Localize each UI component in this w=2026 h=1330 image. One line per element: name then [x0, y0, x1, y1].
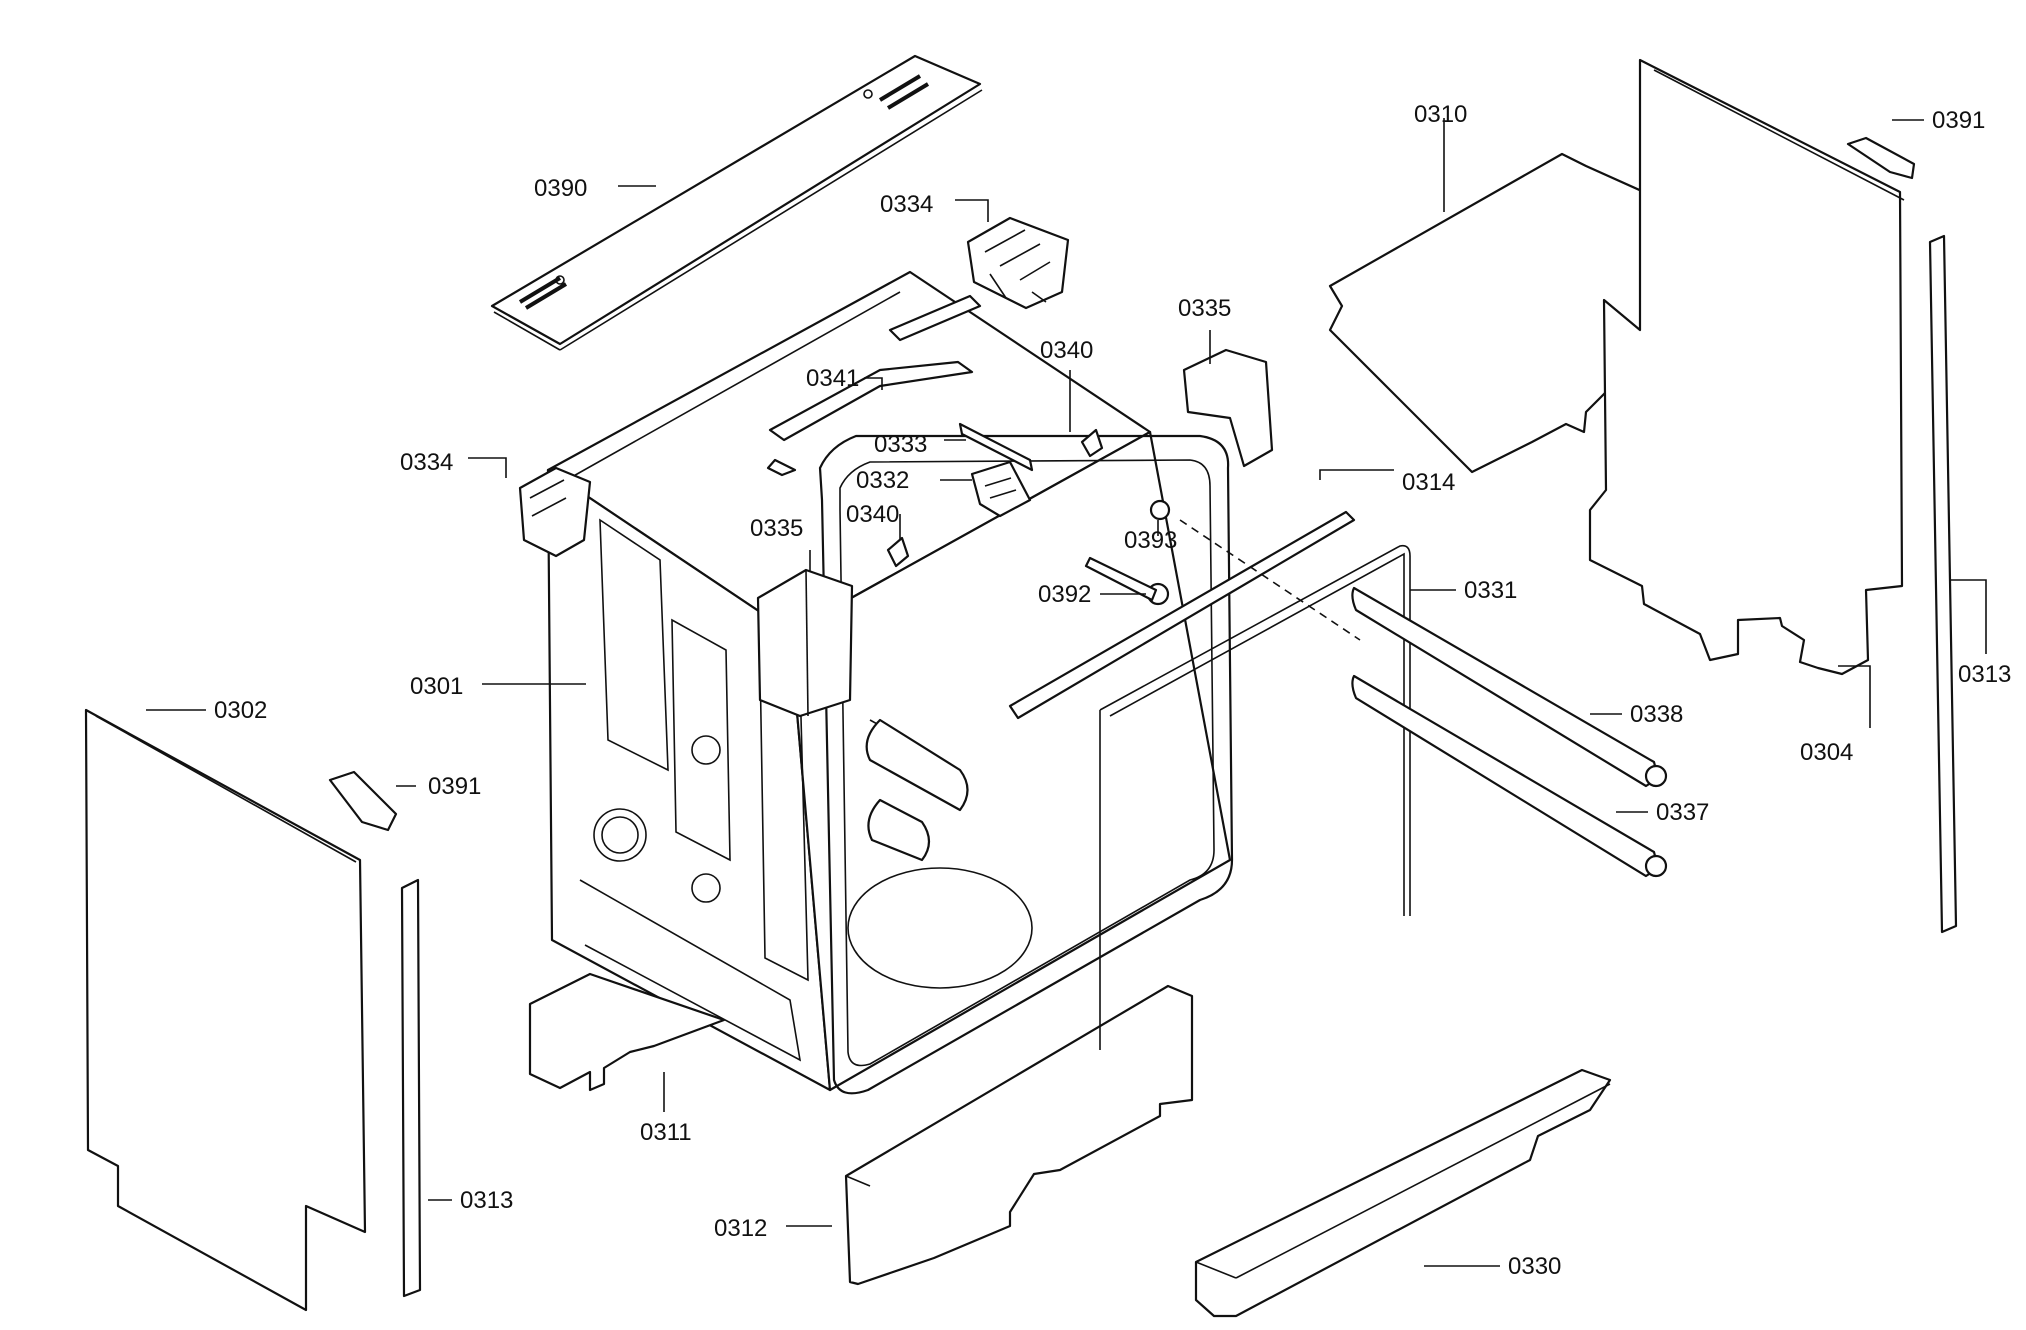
label-0302: 0302: [214, 697, 267, 724]
label-0340-top: 0340: [1040, 337, 1093, 364]
label-0334-top: 0334: [880, 191, 933, 218]
part-0335-block-a: [1182, 348, 1274, 468]
label-0392: 0392: [1038, 581, 1091, 608]
part-0391-bracket-right: [1846, 136, 1916, 180]
assembly-axis-line: [1179, 519, 1361, 641]
part-0314-trim: [1008, 510, 1356, 720]
part-0338-rail: [1351, 586, 1668, 788]
part-0332-lock: [970, 460, 1032, 518]
label-0390: 0390: [534, 175, 587, 202]
label-0310: 0310: [1414, 101, 1467, 128]
part-0312-front-foam: [844, 984, 1194, 1286]
part-0334-clip-top: [966, 216, 1070, 310]
part-0331-seal: [1099, 544, 1411, 1050]
label-0301: 0301: [410, 673, 463, 700]
label-0340-bottom: 0340: [846, 501, 899, 528]
label-0312: 0312: [714, 1215, 767, 1242]
label-0313-right: 0313: [1958, 661, 2011, 688]
part-0304-back-panel: [1588, 58, 1905, 676]
part-0393-bearing: [1149, 499, 1171, 521]
part-0392-roller: [1084, 556, 1170, 606]
label-0391-left: 0391: [428, 773, 481, 800]
label-0331: 0331: [1464, 577, 1517, 604]
label-0335-left: 0335: [750, 515, 803, 542]
label-0314: 0314: [1402, 469, 1455, 496]
part-0313-strip-right: [1928, 234, 1958, 934]
label-0333: 0333: [874, 431, 927, 458]
part-0340-clip-a: [1080, 428, 1104, 458]
label-0334-left: 0334: [400, 449, 453, 476]
label-0304: 0304: [1800, 739, 1853, 766]
label-0341: 0341: [806, 365, 859, 392]
part-0337-rail: [1351, 674, 1668, 878]
label-0391-right: 0391: [1932, 107, 1985, 134]
label-0311: 0311: [640, 1119, 692, 1146]
leader-lines: [146, 118, 1987, 1267]
part-0311-base: [528, 972, 726, 1092]
part-0302-side-panel: [84, 708, 367, 1312]
part-0313-strip-left: [400, 878, 422, 1298]
label-0335-right: 0335: [1178, 295, 1231, 322]
part-0390-top-plate: [490, 54, 983, 351]
part-0335-block-b: [756, 568, 854, 718]
label-0338: 0338: [1630, 701, 1683, 728]
part-0340-clip-b: [886, 536, 910, 568]
label-0393: 0393: [1124, 527, 1177, 554]
label-0337: 0337: [1656, 799, 1709, 826]
part-0333-bracket: [958, 422, 1034, 472]
part-0334-clip-left: [518, 466, 592, 558]
part-0301-tub: [546, 270, 1234, 1095]
part-0330-tray: [1194, 1068, 1612, 1318]
label-0313-left: 0313: [460, 1187, 513, 1214]
label-0330: 0330: [1508, 1253, 1561, 1280]
label-0332: 0332: [856, 467, 909, 494]
part-0391-bracket-left: [328, 770, 398, 832]
